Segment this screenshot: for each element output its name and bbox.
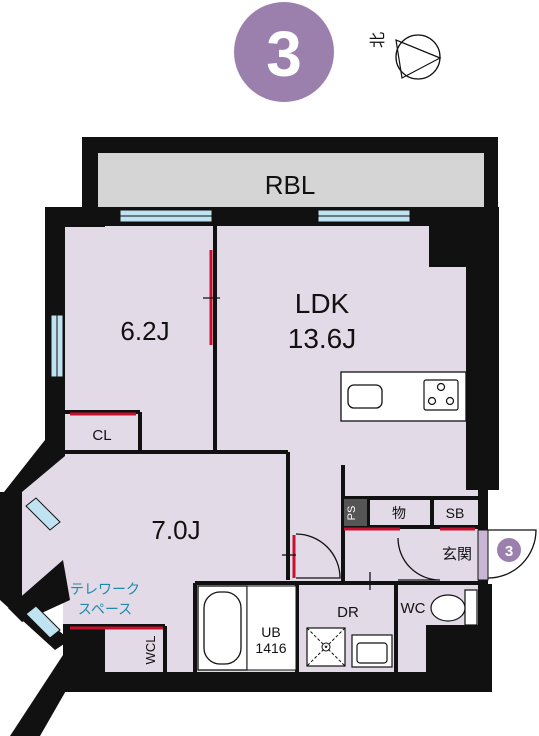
window-lines [25, 209, 411, 639]
ldk-size: 13.6J [288, 323, 357, 354]
dr-label: DR [337, 604, 359, 621]
bathtub-icon [197, 585, 248, 671]
telework-label-1: テレワーク [70, 581, 140, 597]
wc-label: WC [401, 600, 426, 617]
telework-label-2: スペース [78, 601, 132, 617]
balcony-area [98, 153, 484, 210]
ps-label: PS [346, 506, 358, 521]
door-swings [269, 529, 537, 619]
interior-walls [63, 226, 484, 672]
ldk-label: LDK [295, 288, 350, 319]
bedroom1-size: 6.2J [120, 316, 169, 346]
tick-marks [203, 297, 371, 590]
unit-number: 3 [266, 18, 302, 90]
washer-pan-icon [306, 627, 346, 667]
washbasin-icon [351, 634, 393, 668]
compass-north-label: 北 [369, 32, 387, 48]
sb-label: SB [446, 505, 465, 521]
wcl-label: WCL [143, 636, 158, 665]
kitchen-counter [340, 371, 467, 422]
balcony-label: RBL [265, 170, 316, 200]
exterior-walls [0, 207, 499, 736]
closet-label: CL [92, 427, 111, 444]
unit-interior [18, 226, 484, 686]
stove-icon [423, 379, 459, 411]
ub-label: UB [261, 624, 280, 640]
ub-floor [246, 585, 297, 671]
toilet-icon [430, 589, 478, 626]
ub-size-label: 1416 [255, 640, 286, 656]
entrance-number: 3 [505, 543, 513, 560]
pipe-space [344, 499, 367, 526]
compass-icon: 北 [369, 32, 442, 80]
entrance-label: 玄関 [442, 546, 472, 563]
unit-number-badge: 3 [234, 2, 334, 102]
storage-label: 物 [392, 505, 406, 521]
entrance-badge: 3 [497, 538, 521, 562]
bedroom2-size: 7.0J [151, 515, 200, 545]
